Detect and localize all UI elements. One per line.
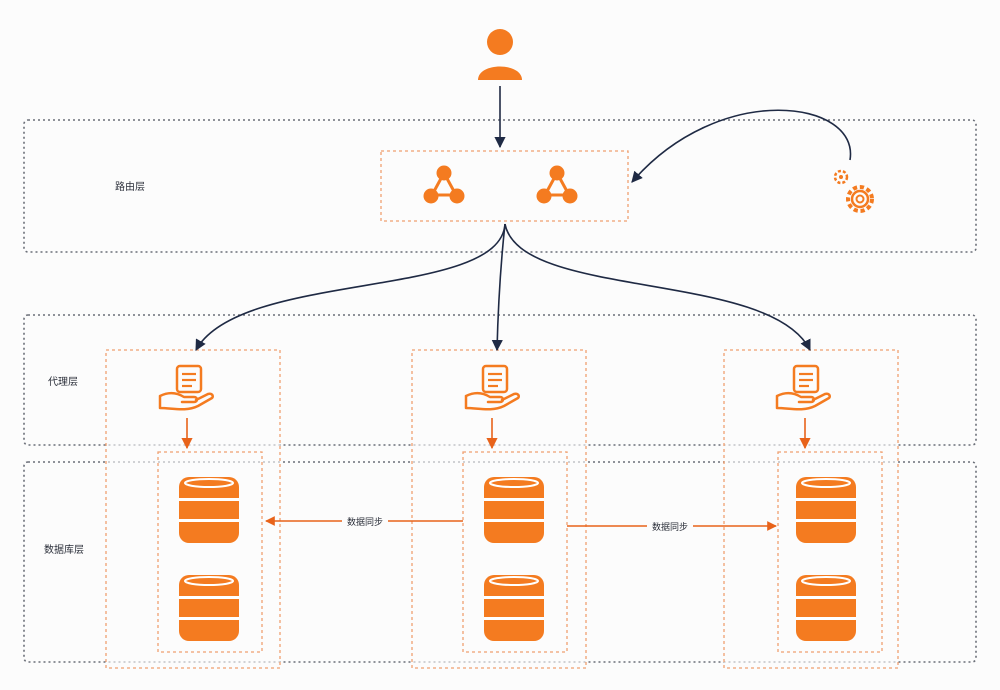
gears-icon — [833, 169, 874, 213]
router-group-box — [380, 150, 629, 222]
db-group-box-middle — [462, 451, 568, 653]
proxy-layer-label: 代理层 — [48, 376, 78, 388]
config-to-router-arrow — [631, 109, 852, 183]
router-to-proxy-right-arrow — [504, 223, 811, 352]
db-group-box-right — [777, 451, 883, 653]
network-node-icon — [422, 164, 466, 205]
sync-label-left: 数据同步 — [347, 516, 383, 528]
database-layer-label: 数据库层 — [44, 543, 84, 556]
router-to-proxy-middle-arrow — [491, 223, 506, 352]
router-to-proxy-left-arrow — [195, 223, 506, 351]
db-group-box-left — [157, 451, 263, 653]
sync-label-right: 数据同步 — [652, 521, 688, 533]
database-icon — [178, 574, 240, 642]
database-icon — [483, 574, 545, 642]
database-icon — [795, 574, 857, 642]
database-icon — [795, 476, 857, 544]
routing-layer-label: 路由层 — [115, 180, 145, 193]
database-icon — [483, 476, 545, 544]
user-icon — [478, 29, 522, 80]
network-node-icon — [535, 164, 579, 205]
database-icon — [178, 476, 240, 544]
